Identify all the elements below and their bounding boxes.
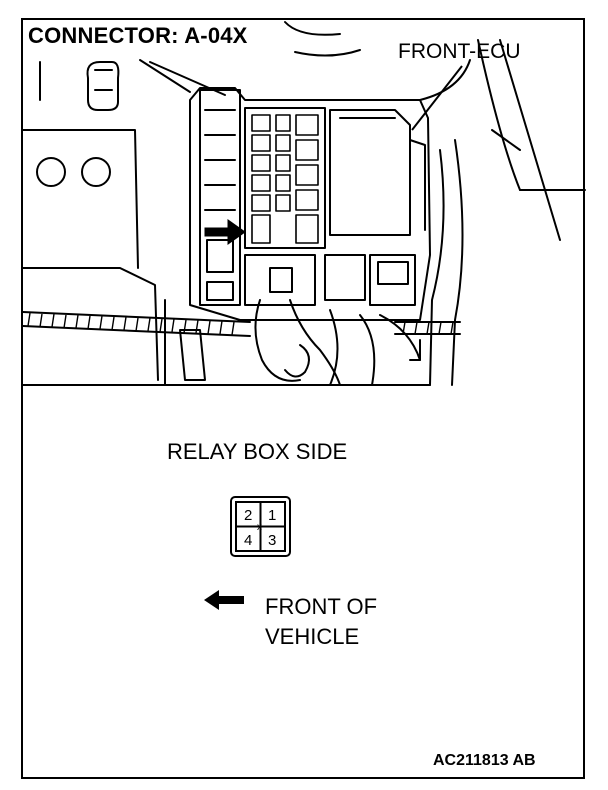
diagram-frame	[21, 18, 585, 779]
front-ecu-label: FRONT-ECU	[398, 40, 521, 63]
relay-box-side-label: RELAY BOX SIDE	[167, 439, 348, 464]
connector-face: 2 1 4 3 x	[230, 496, 291, 557]
front-of-line2: VEHICLE	[265, 624, 360, 649]
front-arrow-icon	[204, 590, 244, 610]
center-mark-icon: x	[257, 522, 262, 533]
pin-3: 3	[268, 532, 276, 549]
pin-1: 1	[268, 507, 276, 524]
pin-2: 2	[244, 507, 252, 524]
pin-4: 4	[244, 532, 252, 549]
front-of-vehicle-label: FRONT OF VEHICLE	[265, 592, 377, 652]
front-of-line1: FRONT OF	[265, 594, 378, 619]
connector-title: CONNECTOR: A-04X	[28, 23, 248, 48]
figure-reference-code: AC211813 AB	[433, 752, 536, 769]
